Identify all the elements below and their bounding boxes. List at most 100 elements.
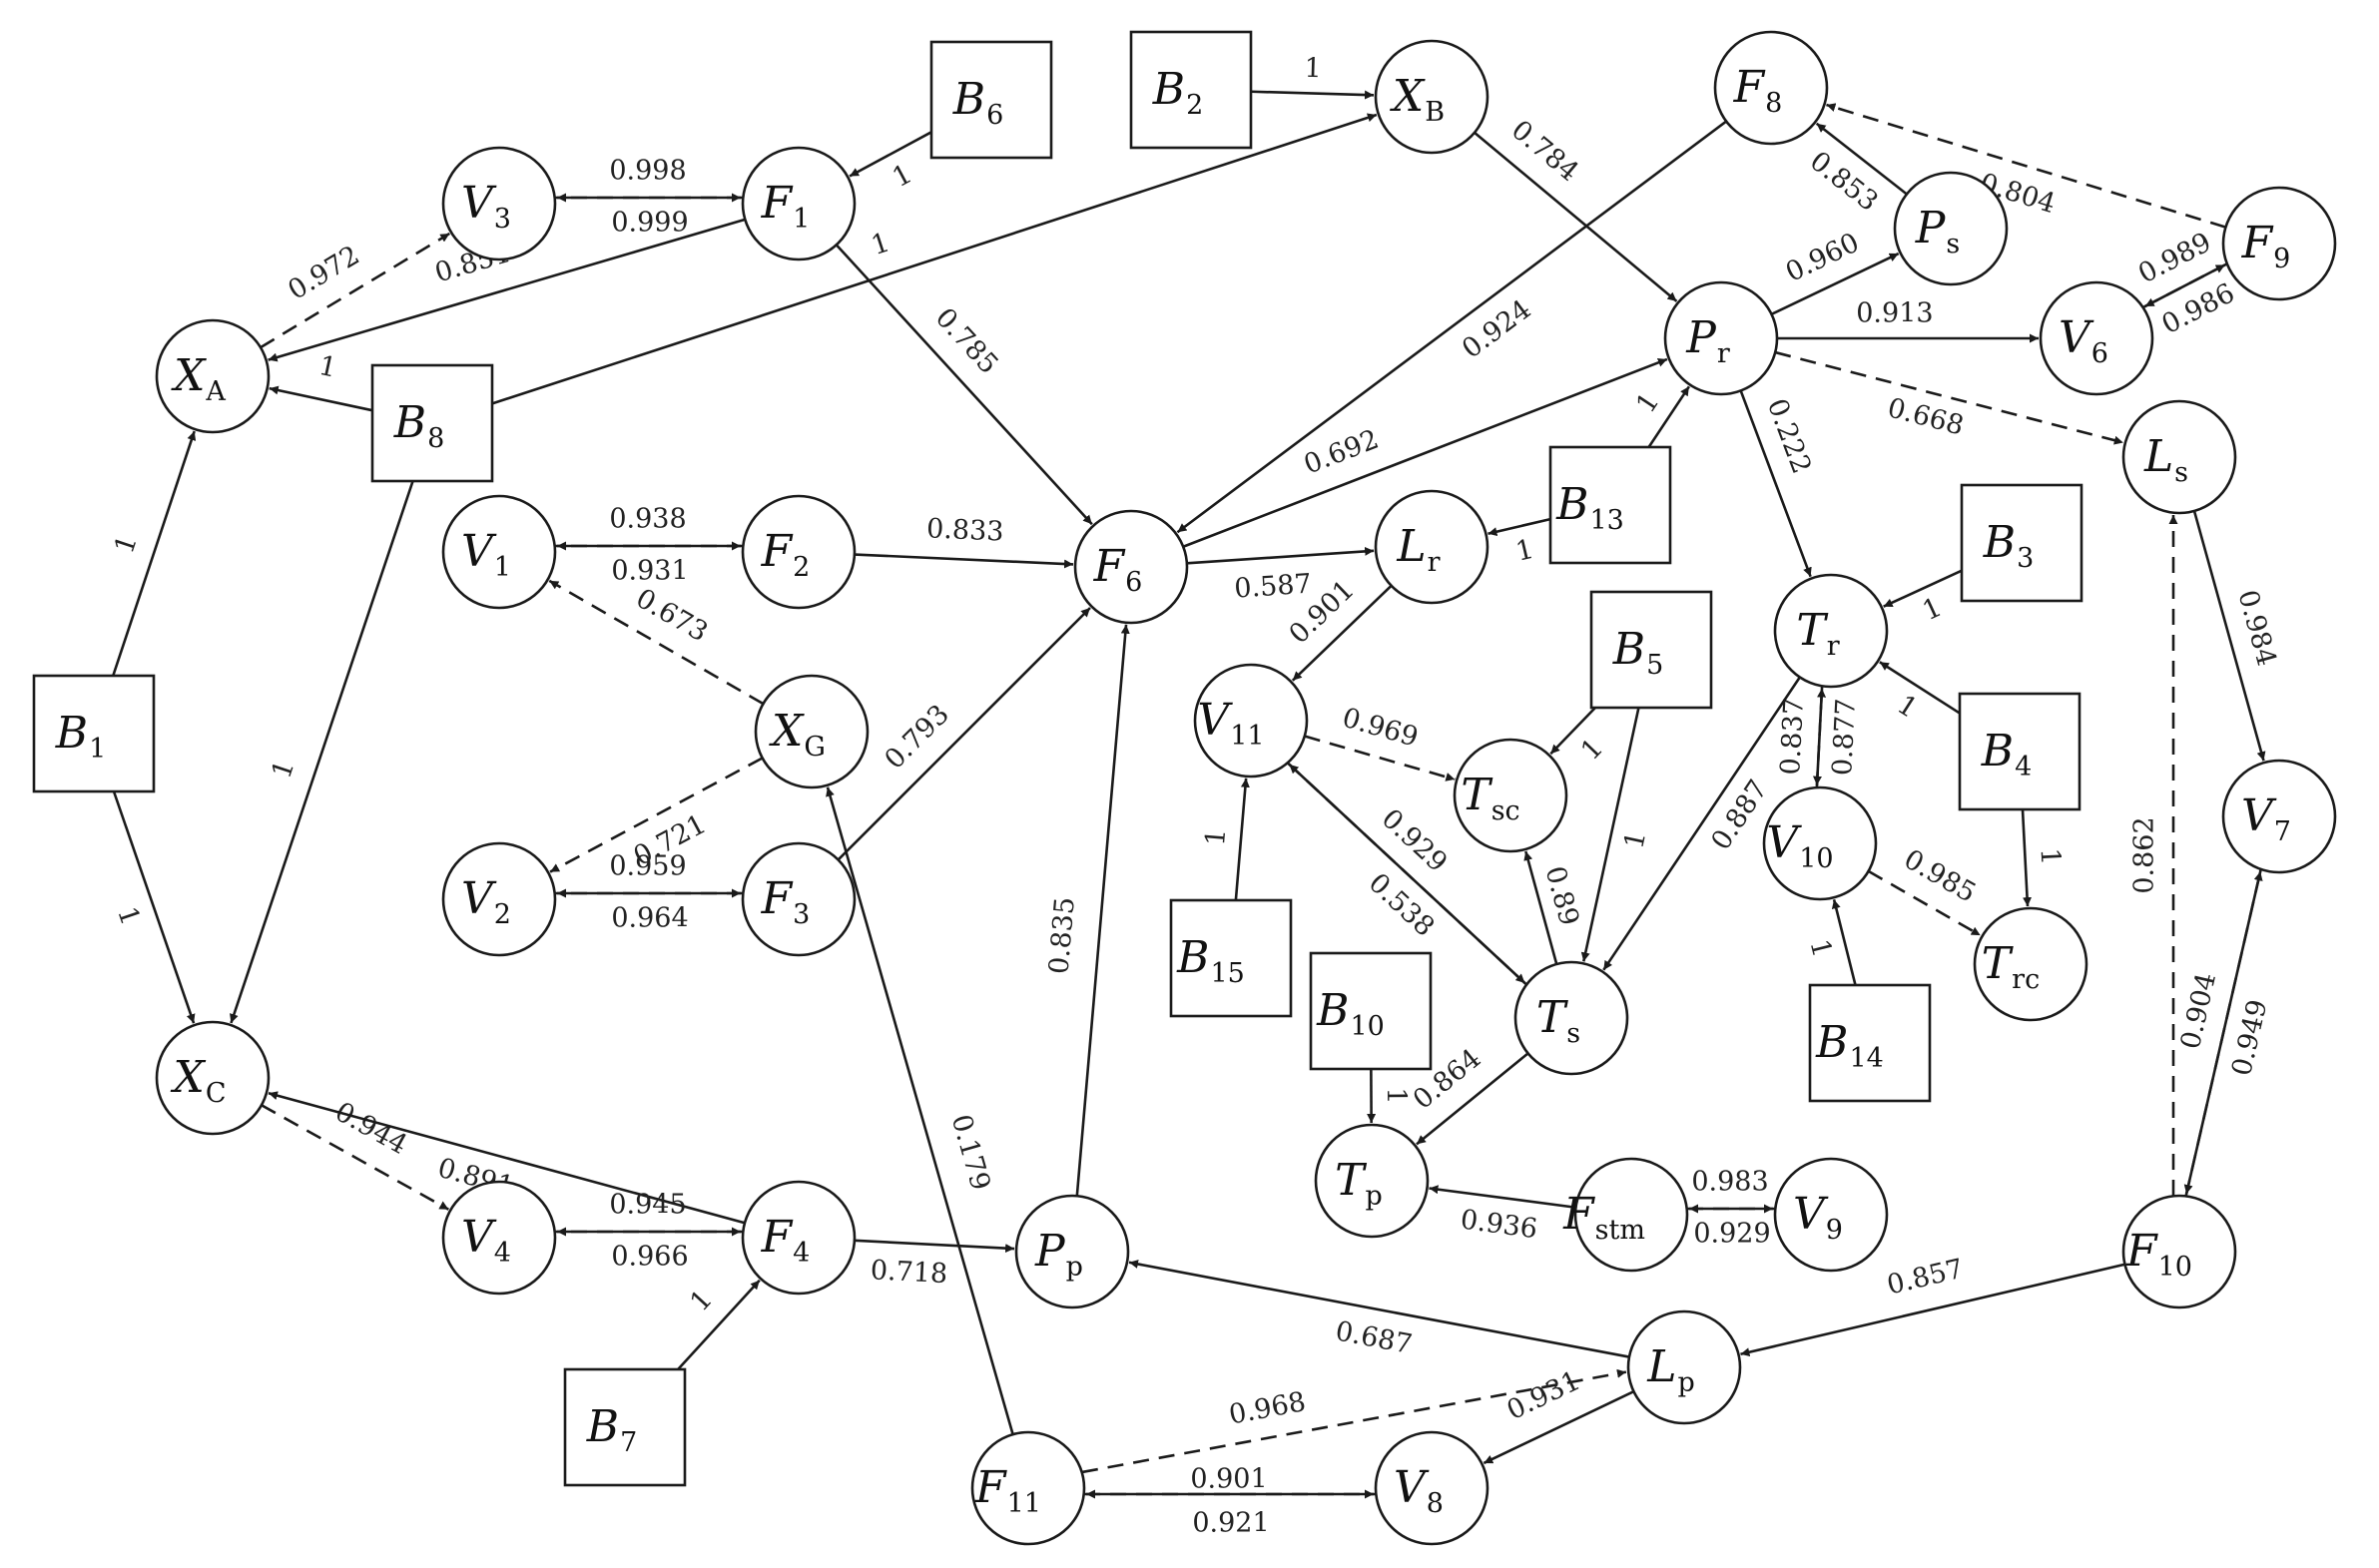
node-circle: [1193, 663, 1309, 779]
node-f6: F6: [1073, 509, 1189, 625]
edge-weight-label: 0.587: [1233, 569, 1312, 605]
node-circle: [2121, 1194, 2237, 1309]
edge-f2-to-v1: 0.931: [557, 541, 743, 587]
node-label: XG: [769, 706, 826, 763]
node-box: [929, 40, 1053, 160]
node-b7: B7: [563, 1367, 687, 1487]
node-label-main: B: [1983, 517, 2016, 568]
edge-weight-label: 1: [1918, 592, 1947, 627]
edge-weight-label: 0.921: [1192, 1508, 1269, 1539]
node-circle: [1014, 1194, 1130, 1309]
edge-line: [1740, 1263, 2125, 1357]
edge-line: [1081, 1368, 1627, 1474]
node-f11: F11: [970, 1430, 1086, 1546]
edge-weight-label: 1: [111, 903, 146, 929]
node-label-main: B: [1981, 726, 2014, 777]
edge-weight-label: 0.959: [609, 851, 686, 882]
edge-line: [1831, 898, 1857, 986]
node-label-main: B: [1555, 479, 1588, 530]
edge-ps-to-f8: 0.853: [1804, 122, 1908, 218]
node-tsc: Tsc: [1453, 738, 1568, 853]
edge-v10-to-trc: 0.985: [1867, 843, 1982, 937]
edge-weight-label: 0.936: [1459, 1204, 1539, 1245]
node-label: F8: [1733, 62, 1783, 119]
edge-b1-to-xc: 1: [111, 790, 196, 1024]
edge-weight-label: 0.835: [1043, 896, 1080, 976]
node-f10: F10: [2121, 1194, 2237, 1309]
node-box: [1129, 30, 1253, 150]
node-v8: V8: [1374, 1430, 1489, 1546]
node-label: F1: [761, 178, 811, 235]
edge-weight-label: 0.924: [1457, 293, 1536, 364]
node-circle: [1314, 1123, 1430, 1239]
node-circle: [1374, 39, 1489, 155]
node-box: [32, 674, 156, 793]
node-label: Pp: [1034, 1226, 1083, 1283]
node-label: V11: [1197, 695, 1264, 752]
edge-weight-label: 0.931: [611, 556, 688, 587]
node-label-subscript: 2: [793, 552, 810, 583]
edge-line: [854, 553, 1074, 569]
edge-line: [677, 1279, 761, 1370]
node-f2: F2: [741, 494, 857, 610]
edge-weight-label: 0.998: [609, 156, 686, 187]
edge-weight-label: 1: [267, 757, 301, 783]
edge-line: [1815, 122, 1908, 196]
node-label-main: B: [1612, 624, 1645, 675]
node-label-subscript: 4: [793, 1238, 810, 1269]
edge-line: [112, 790, 196, 1024]
edge-pr-to-tr: 0.222: [1739, 389, 1817, 578]
node-label: XB: [1390, 71, 1445, 128]
node-f4: F4: [741, 1180, 857, 1296]
node-label: B2: [1152, 64, 1204, 121]
node-ls: Ls: [2121, 399, 2237, 515]
node-label: B7: [586, 1401, 638, 1458]
edge-line: [268, 218, 746, 362]
node-v1: V1: [441, 494, 557, 610]
node-tp: Tp: [1314, 1123, 1430, 1239]
node-b13: B13: [1548, 445, 1672, 565]
node-box: [563, 1367, 687, 1487]
node-box: [1589, 590, 1713, 710]
edge-b5-to-ts: 1: [1580, 707, 1652, 962]
edge-line: [1291, 584, 1393, 682]
node-label-main: P: [1685, 312, 1717, 363]
edge-line: [1234, 778, 1250, 901]
node-pp: Pp: [1014, 1194, 1130, 1309]
node-label: V8: [1394, 1462, 1444, 1519]
node-b1: B1: [32, 674, 156, 793]
edge-line: [1879, 661, 1961, 715]
edge-weight-label: 0.901: [1190, 1464, 1267, 1495]
edge-line: [548, 579, 765, 706]
edge-b1-to-xa: 1: [109, 430, 197, 677]
node-label-main: V: [1766, 817, 1802, 868]
edge-b8-to-xc: 1: [230, 480, 414, 1024]
node-label-main: F: [761, 1212, 794, 1263]
edge-b7-to-f4: 1: [677, 1279, 761, 1370]
node-circle: [441, 841, 557, 957]
edge-line: [1186, 546, 1375, 565]
edge-v9-to-fstm: 0.929: [1689, 1204, 1775, 1250]
edge-line: [1580, 707, 1640, 962]
node-circle: [2221, 759, 2337, 874]
node-label-subscript: 10: [2158, 1252, 2192, 1283]
node-label-main: B: [55, 708, 88, 759]
node-circle: [741, 1180, 857, 1296]
node-label: Fstm: [1562, 1189, 1645, 1246]
edge-ts-to-tsc: 0.89: [1523, 850, 1584, 965]
node-label-subscript: 15: [1210, 958, 1244, 989]
edge-v3-to-f1: 0.998: [555, 156, 741, 203]
node-label-subscript: 1: [793, 204, 810, 235]
node-label-subscript: r: [1827, 631, 1840, 662]
node-circle: [155, 318, 271, 434]
node-label-subscript: p: [1366, 1181, 1383, 1212]
edge-f1-to-f6: 0.785: [835, 244, 1093, 526]
node-label-subscript: 8: [1427, 1488, 1444, 1519]
node-label: B14: [1815, 1017, 1884, 1074]
node-ps: Ps: [1893, 171, 2009, 286]
edge-weight-label: 0.938: [609, 504, 686, 535]
node-label-subscript: 6: [2091, 338, 2108, 369]
edge-weight-label: 1: [1803, 936, 1837, 960]
edge-line: [1287, 762, 1526, 984]
edge-lp-to-pp: 0.687: [1128, 1260, 1630, 1360]
